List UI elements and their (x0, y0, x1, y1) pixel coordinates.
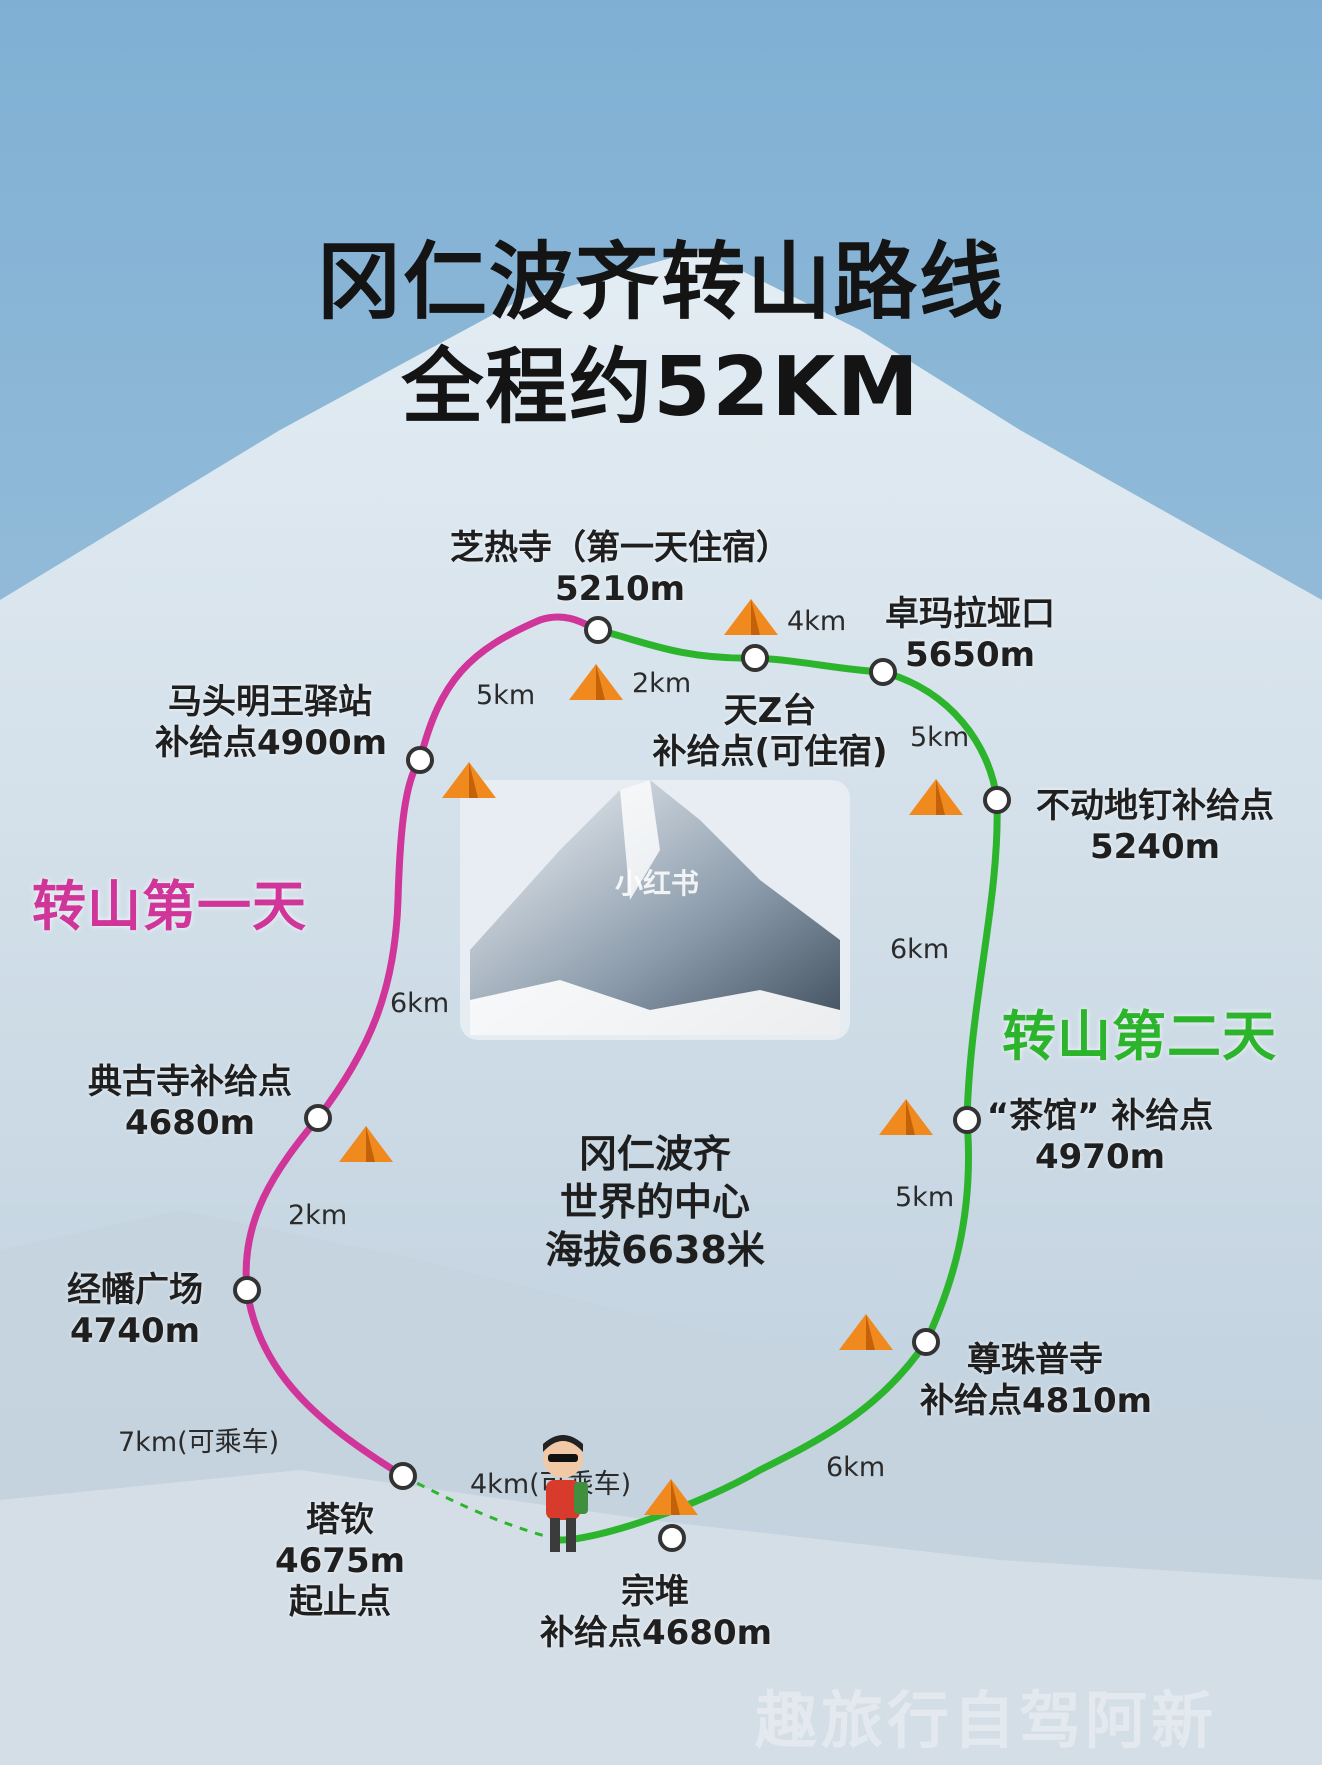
foreground-slope (0, 1470, 1322, 1765)
distance-label: 5km (476, 680, 536, 711)
tent-icon (724, 599, 778, 635)
kailash-summary: 冈仁波齐 世界的中心 海拔6638米 (545, 1132, 765, 1272)
photo-watermark: 小红书 (615, 867, 700, 900)
tent-icon (909, 779, 963, 815)
walkway-dashed (402, 1474, 561, 1542)
bottom-watermark: 趣旅行自驾阿新 (755, 1684, 1218, 1757)
kailash-photo (460, 780, 850, 1040)
page-subtitle: 全程约52KM (401, 340, 921, 435)
day1-route (242, 613, 602, 1480)
stop-node-chaguan (953, 1106, 981, 1134)
tent-icon (879, 1099, 933, 1135)
distance-label: 2km (288, 1200, 348, 1231)
stop-node-zhuoma (869, 658, 897, 686)
page-title: 冈仁波齐转山路线 (316, 233, 1005, 331)
distance-label: 7km(可乘车) (118, 1427, 280, 1458)
stop-node-budong (983, 786, 1011, 814)
distance-label: 4km (787, 606, 847, 637)
stop-matou: 马头明王驿站补给点4900m (155, 682, 388, 763)
tent-icon (644, 1479, 698, 1515)
tent-icon (569, 664, 623, 700)
stop-node-jingfan (233, 1276, 261, 1304)
distance-label: 6km (390, 988, 450, 1019)
stop-zhire: 芝热寺（第一天住宿）5210m (450, 528, 790, 609)
stop-node-zhire (584, 616, 612, 644)
distance-label: 5km (910, 722, 970, 753)
day2-route (556, 626, 1001, 1544)
day2-label: 转山第二天 (1002, 1005, 1277, 1068)
distance-label: 2km (632, 668, 692, 699)
hiker-icon (543, 1435, 588, 1552)
distance-label: 6km (890, 934, 950, 965)
distance-label: 5km (895, 1182, 955, 1213)
tent-icon (839, 1314, 893, 1350)
stop-node-diangu (304, 1104, 332, 1132)
stop-node-matou (406, 746, 434, 774)
tent-icon (339, 1126, 393, 1162)
stop-zongdui: 宗堆补给点4680m (540, 1572, 773, 1653)
stop-node-zunzhu (912, 1328, 940, 1356)
day1-label: 转山第一天 (32, 875, 307, 938)
stop-node-zongdui (658, 1524, 686, 1552)
distance-label: 6km (826, 1452, 886, 1483)
stop-zunzhu: 尊珠普寺补给点4810m (920, 1340, 1153, 1421)
stop-node-tianz (741, 644, 769, 672)
stop-node-tarchen (389, 1462, 417, 1490)
tent-icon (442, 762, 496, 798)
stop-tianz: 天Z台补给点(可住宿) (652, 691, 888, 772)
